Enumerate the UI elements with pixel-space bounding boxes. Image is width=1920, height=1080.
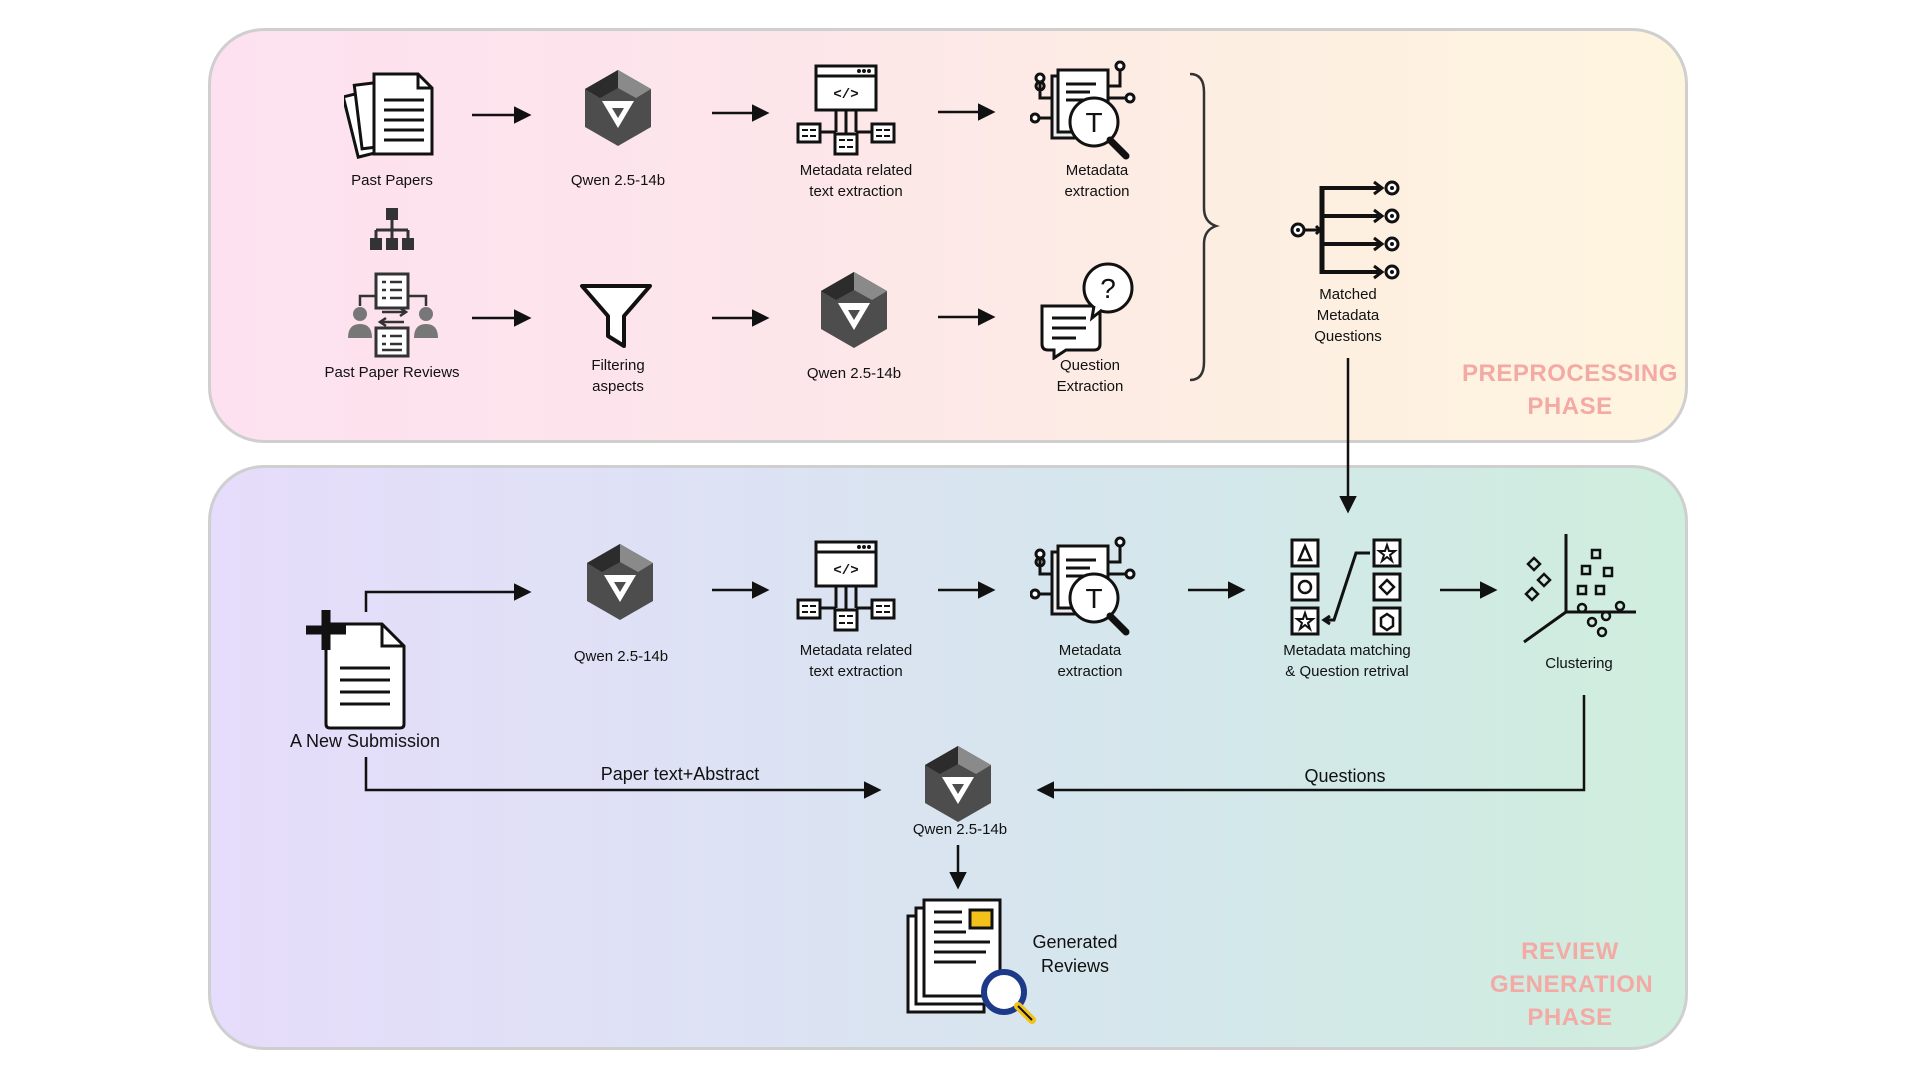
arrow-paper-text-to-qwen (364, 757, 882, 799)
preprocessing-phase-label: PREPROCESSING PHASE (1462, 360, 1678, 420)
metadata-text-extraction-label: Metadata related text extraction (799, 162, 913, 200)
metadata-extraction-label: Metadata extraction (1064, 162, 1130, 200)
metadata-extraction-icon (1030, 534, 1140, 644)
hierarchy-icon (370, 208, 414, 250)
metadata-text-extraction-icon (796, 62, 906, 162)
svg-text:?: ? (1100, 273, 1116, 304)
metadata-matching-icon (1290, 538, 1402, 636)
qwen-label: Qwen 2.5-14b (570, 172, 666, 189)
metadata-text-extraction-label: Metadata related text extraction (799, 642, 913, 680)
qwen-logo-icon (578, 68, 658, 148)
past-paper-reviews-icon (348, 272, 438, 358)
grouping-brace (1189, 72, 1220, 382)
metadata-extraction-icon (1030, 58, 1140, 168)
qwen-logo-icon (814, 270, 894, 350)
preprocessing-panel (208, 28, 1688, 443)
question-extraction-icon: ? (1040, 262, 1134, 360)
question-extraction-label: Question Extraction (1056, 357, 1124, 395)
arrow-questions-to-qwen (1036, 695, 1586, 799)
qwen-logo-icon (580, 542, 660, 622)
filter-icon (580, 284, 652, 348)
paper-text-abstract-label: Paper text+Abstract (600, 764, 760, 784)
new-submission-label: A New Submission (289, 731, 441, 751)
qwen-label: Qwen 2.5-14b (573, 648, 669, 665)
new-submission-icon (306, 610, 406, 730)
matched-metadata-questions-icon (1290, 180, 1400, 280)
past-papers-label: Past Papers (351, 172, 433, 189)
matched-metadata-questions-label: Matched Metadata Questions (1314, 286, 1382, 345)
past-papers-icon (344, 72, 434, 159)
metadata-matching-label: Metadata matching & Question retrival (1283, 642, 1411, 680)
generated-reviews-label: Generated Reviews (1032, 932, 1118, 976)
review-generation-phase-label: REVIEW GENERATION PHASE (1490, 938, 1654, 1031)
questions-label: Questions (1304, 766, 1386, 786)
clustering-icon (1523, 534, 1636, 644)
arrow-submission-to-qwen (364, 583, 532, 612)
generated-reviews-icon (906, 898, 1036, 1024)
qwen-label: Qwen 2.5-14b (806, 365, 902, 382)
qwen-logo-icon (918, 744, 998, 824)
metadata-text-extraction-icon (796, 538, 906, 638)
metadata-extraction-label: Metadata extraction (1057, 642, 1123, 680)
clustering-label: Clustering (1545, 655, 1613, 672)
qwen-label: Qwen 2.5-14b (912, 821, 1008, 838)
past-paper-reviews-label: Past Paper Reviews (324, 364, 460, 381)
filtering-aspects-label: Filtering aspects (591, 357, 645, 395)
